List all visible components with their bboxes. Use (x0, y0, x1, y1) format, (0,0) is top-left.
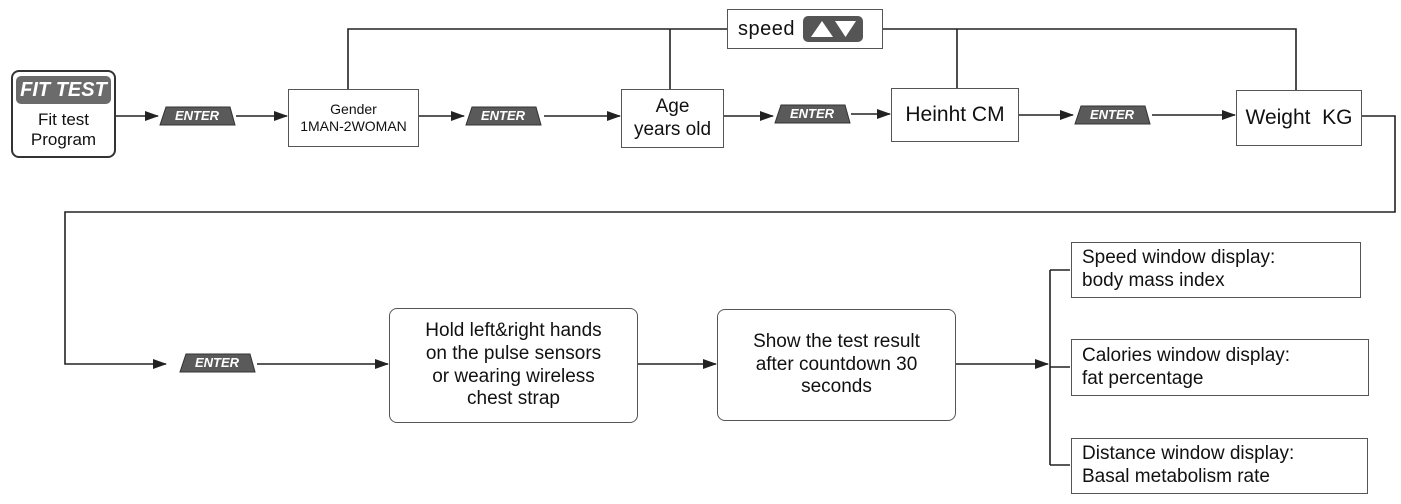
enter-button-label: ENTER (789, 106, 835, 121)
enter-button-label: ENTER (1089, 107, 1135, 122)
enter-button-label: ENTER (194, 355, 240, 370)
fit-test-line1: Fit test (37, 110, 89, 129)
speed-label: speed (738, 18, 795, 40)
enter-button-1: ENTER (158, 105, 236, 127)
speed-bracket-left (347, 28, 727, 90)
enter-button-2: ENTER (464, 105, 542, 127)
test-result-box: Show the test result after countdown 30 … (717, 309, 956, 421)
output-speed-line1: Speed window display: (1082, 247, 1276, 269)
fit-test-line2: Program (30, 130, 97, 150)
enter-button-label: ENTER (480, 108, 526, 123)
hold-line-4: chest strap (467, 388, 560, 410)
enter-button-label: ENTER (174, 108, 220, 123)
triangle-up-icon (811, 21, 833, 37)
result-line-3: seconds (801, 376, 872, 398)
enter-button-4: ENTER (1073, 104, 1151, 126)
enter-button-3: ENTER (773, 103, 851, 125)
enter-button-5: ENTER (178, 352, 256, 374)
output-calories-line2: fat percentage (1082, 367, 1204, 389)
speed-bracket-right (883, 28, 1297, 90)
result-line-1: Show the test result (753, 330, 920, 352)
output-calories-fat: Calories window display: fat percentage (1071, 339, 1369, 396)
output-distance-line2: Basal metabolism rate (1082, 466, 1270, 487)
gender-options: 1MAN-2WOMAN (300, 118, 407, 134)
enter-button-shape (465, 106, 542, 126)
result-line-2: after countdown 30 (755, 353, 918, 375)
age-label: Age (655, 95, 690, 117)
enter-button-shape (159, 106, 236, 126)
hold-line-3: or wearing wireless (432, 365, 595, 387)
age-unit: years old (633, 118, 712, 140)
gender-label: Gender (330, 101, 377, 118)
fit-test-badge: FIT TEST (16, 76, 111, 104)
fit-test-badge-label: FIT TEST (20, 79, 107, 101)
weight-label: Weight KG (1245, 106, 1353, 130)
output-speed-bmi: Speed window display: body mass index (1071, 242, 1361, 298)
output-distance-line1: Distance window display: (1082, 443, 1295, 465)
output-calories-line1: Calories window display: (1082, 344, 1291, 366)
height-box: Heinht CM (891, 88, 1019, 142)
age-box: Age years old (621, 89, 724, 148)
speed-arrow-keys (803, 16, 863, 42)
speed-box: speed (727, 9, 883, 49)
hold-sensors-box: Hold left&right hands on the pulse senso… (389, 308, 638, 423)
output-distance-bmr: Distance window display: Basal metabolis… (1071, 438, 1368, 494)
output-speed-line2: body mass index (1082, 270, 1225, 291)
hold-line-1: Hold left&right hands (425, 319, 602, 341)
height-label: Heinht CM (905, 103, 1005, 127)
gender-box: Gender 1MAN-2WOMAN (288, 89, 419, 147)
hold-line-2: on the pulse sensors (425, 342, 602, 364)
enter-button-shape (1074, 105, 1151, 125)
wrap-connector (64, 115, 1396, 369)
enter-button-shape (179, 353, 256, 373)
weight-box: Weight KG (1236, 90, 1362, 146)
triangle-down-icon (835, 21, 856, 37)
enter-button-shape (774, 104, 851, 124)
fit-test-program-box: FIT TEST Fit test Program (11, 70, 116, 158)
